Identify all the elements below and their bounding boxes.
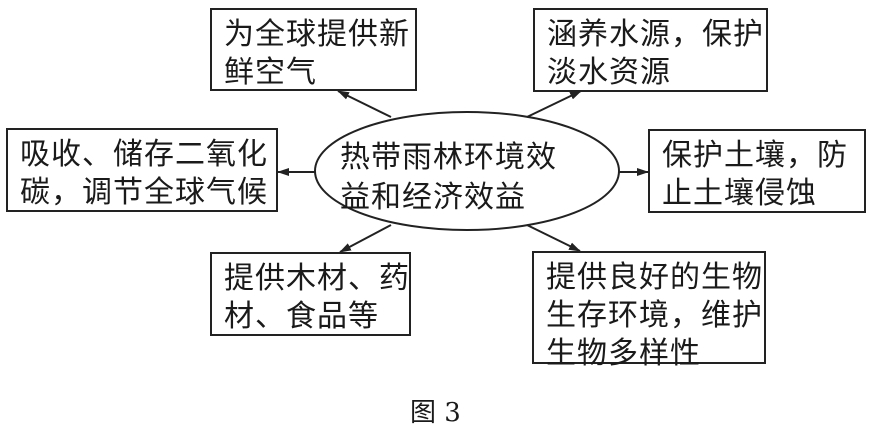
box-line: 碳，调节全球气候 <box>20 175 268 210</box>
box-line: 止土壤侵蚀 <box>662 176 817 211</box>
box-soil-protection: 保护土壤，防 止土壤侵蚀 <box>648 129 866 213</box>
arrow-to-bot-right <box>526 224 581 252</box>
arrow-to-top-right <box>526 90 582 118</box>
arrow-to-top-left <box>337 90 392 118</box>
box-biodiversity: 提供良好的生物 生存环境，维护 生物多样性 <box>532 251 766 371</box>
figure-caption: 图 3 <box>410 398 461 428</box>
box-line: 淡水资源 <box>547 55 671 90</box>
box-line: 为全球提供新 <box>224 17 410 52</box>
box-line: 生物多样性 <box>546 336 701 371</box>
box-line: 保护土壤，防 <box>662 138 848 173</box>
box-line: 吸收、储存二氧化 <box>20 137 268 172</box>
center-line-2: 益和经济效益 <box>340 180 526 215</box>
box-line: 提供木材、药 <box>224 261 410 296</box>
box-line: 材、食品等 <box>224 299 379 334</box>
center-node-label: 热带雨林环境效 益和经济效益 <box>340 138 590 218</box>
box-water-conservation: 涵养水源，保护 淡水资源 <box>533 8 768 92</box>
center-line-1: 热带雨林环境效 <box>340 140 557 175</box>
box-carbon-storage: 吸收、储存二氧化 碳，调节全球气候 <box>6 128 278 212</box>
box-fresh-air: 为全球提供新 鲜空气 <box>210 8 417 91</box>
box-resources: 提供木材、药 材、食品等 <box>210 252 411 336</box>
box-line: 提供良好的生物 <box>546 260 763 295</box>
box-line: 鲜空气 <box>224 55 317 90</box>
arrow-to-bot-left <box>339 224 392 253</box>
box-line: 生存环境，维护 <box>546 298 763 333</box>
box-line: 涵养水源，保护 <box>547 17 764 52</box>
